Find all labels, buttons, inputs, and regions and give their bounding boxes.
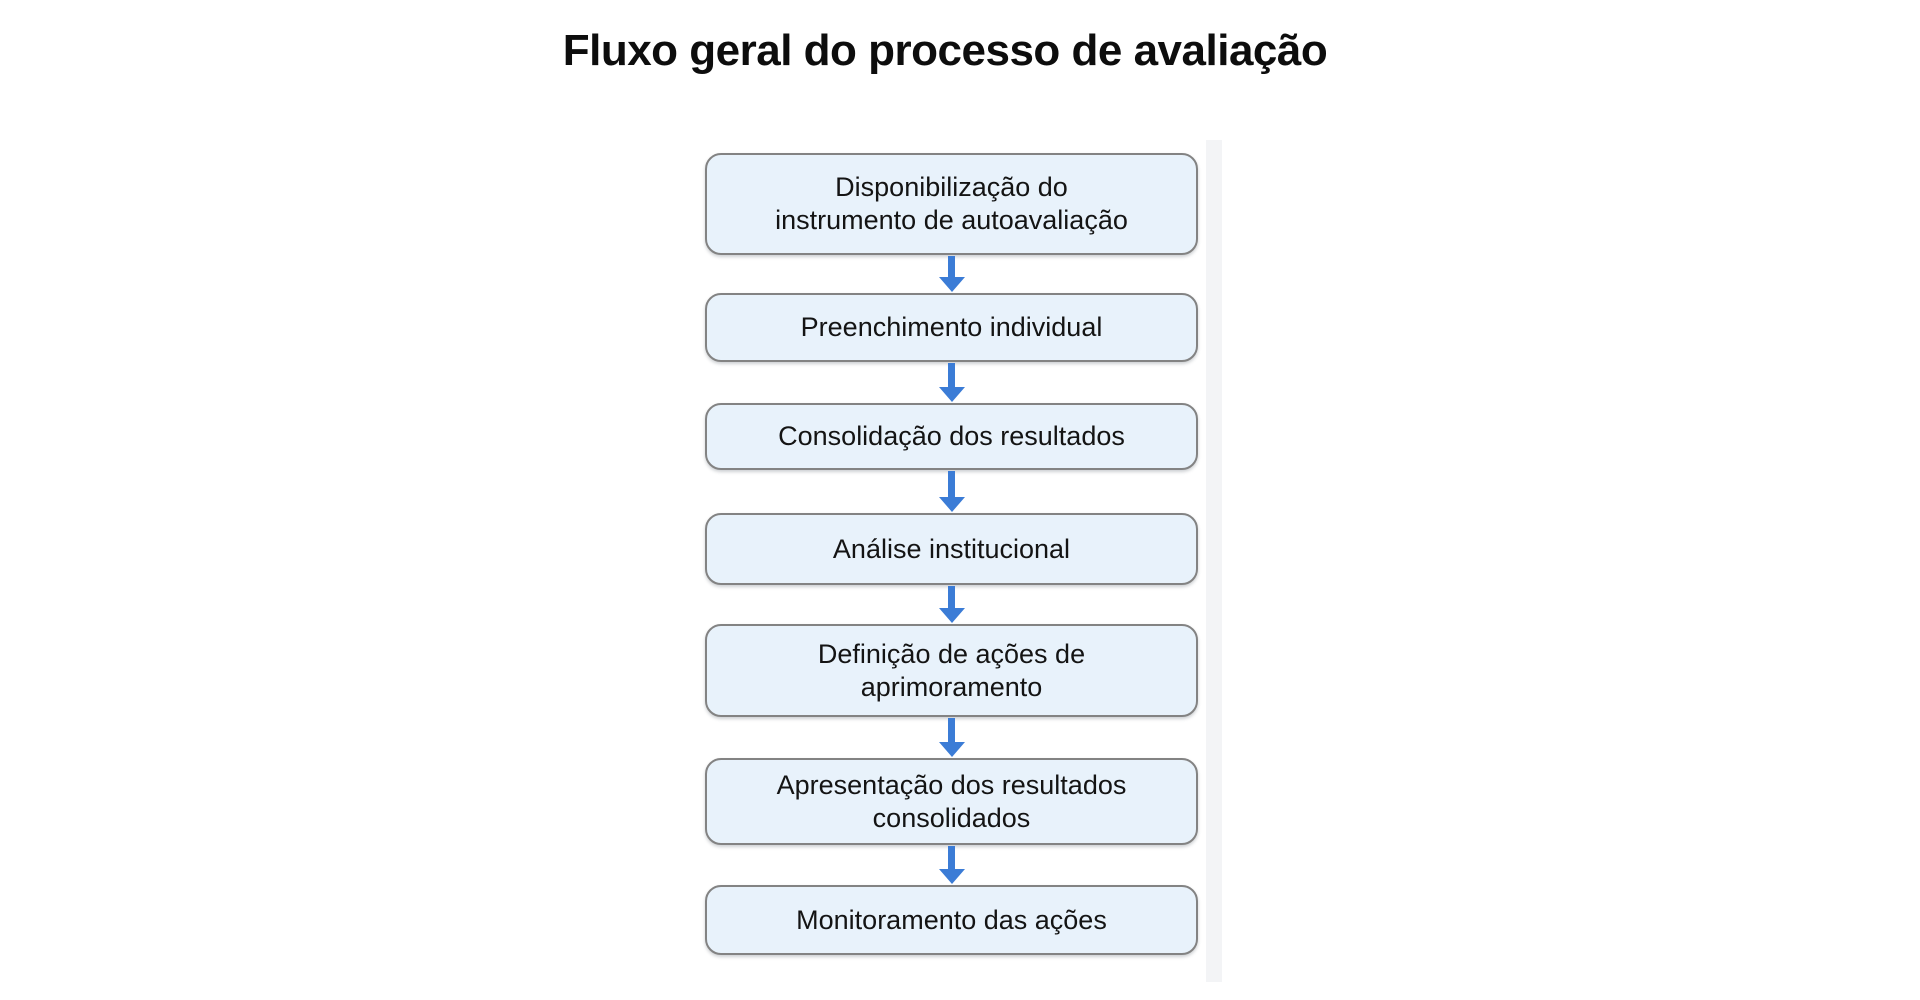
arrow-down-icon xyxy=(705,717,1198,758)
flow-step-label: Definição de ações de aprimoramento xyxy=(817,638,1086,702)
page-edge-shadow xyxy=(1206,140,1222,982)
arrow-head xyxy=(938,497,965,512)
flow-step-label: Apresentação dos resultados consolidados xyxy=(776,769,1127,833)
arrow-stem xyxy=(948,363,955,387)
flow-step-improvement-actions: Definição de ações de aprimoramento xyxy=(705,624,1198,717)
flow-step-label: Preenchimento individual xyxy=(800,312,1103,343)
arrow-down-icon xyxy=(705,585,1198,624)
arrow-head xyxy=(938,742,965,757)
diagram-title: Fluxo geral do processo de avaliação xyxy=(562,26,1328,75)
arrow-head xyxy=(938,608,965,623)
flow-step-label: Disponibilização do instrumento de autoa… xyxy=(775,172,1128,235)
flow-step-availability: Disponibilização do instrumento de autoa… xyxy=(705,153,1198,255)
flow-step-label: Consolidação dos resultados xyxy=(778,421,1125,452)
arrow-down-icon xyxy=(705,470,1198,513)
arrow-head xyxy=(938,387,965,402)
arrow-stem xyxy=(948,846,955,869)
arrow-head xyxy=(938,869,965,884)
arrow-stem xyxy=(948,718,955,742)
flow-step-institutional-analysis: Análise institucional xyxy=(705,513,1198,585)
flow-step-actions-monitoring: Monitoramento das ações xyxy=(705,885,1198,955)
arrow-stem xyxy=(948,256,955,277)
arrow-stem xyxy=(948,586,955,608)
arrow-stem xyxy=(948,471,955,497)
flow-step-label: Monitoramento das ações xyxy=(796,904,1107,935)
flow-step-individual-filling: Preenchimento individual xyxy=(705,293,1198,362)
flowchart: Disponibilização do instrumento de autoa… xyxy=(705,153,1198,955)
arrow-down-icon xyxy=(705,362,1198,403)
flow-step-results-presentation: Apresentação dos resultados consolidados xyxy=(705,758,1198,845)
arrow-down-icon xyxy=(705,255,1198,293)
arrow-down-icon xyxy=(705,845,1198,885)
arrow-head xyxy=(938,277,965,292)
flow-step-label: Análise institucional xyxy=(832,533,1071,564)
flow-step-consolidation: Consolidação dos resultados xyxy=(705,403,1198,470)
